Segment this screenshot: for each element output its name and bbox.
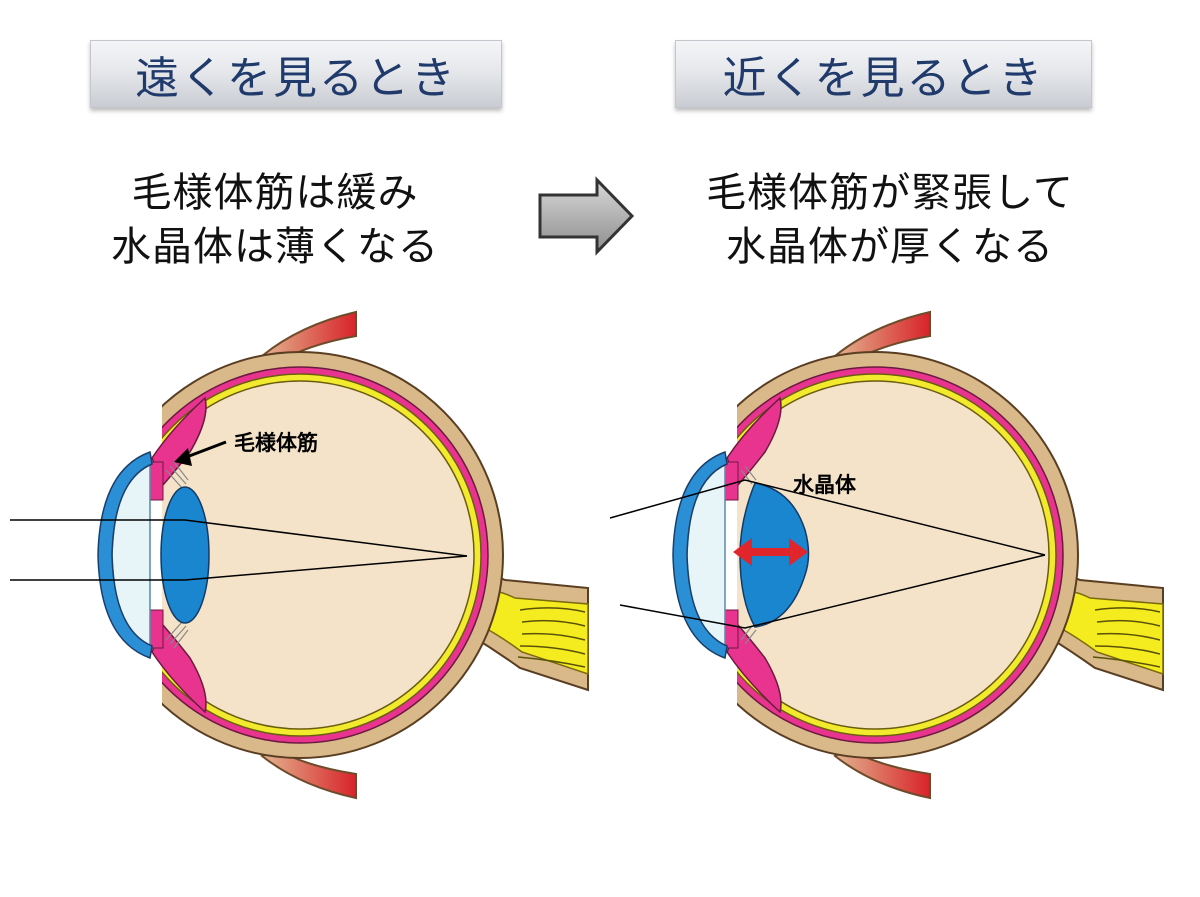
far-nerve-fibers	[517, 607, 586, 668]
near-nerve-fibers	[1092, 607, 1161, 668]
near-caption-line-2: 水晶体が厚くなる	[726, 224, 1054, 270]
far-label-arrow-icon	[183, 440, 227, 460]
far-eye: 毛様体筋	[10, 310, 589, 800]
far-iris-upper	[149, 461, 164, 501]
lens-thickening-arrow-icon	[733, 538, 808, 566]
far-caption-line-1: 毛様体筋は緩み	[131, 170, 419, 216]
far-vision-caption: 毛様体筋は緩み 水晶体は薄くなる	[40, 166, 510, 274]
lens-label: 水晶体	[793, 473, 857, 497]
far-label-arrowhead	[174, 448, 192, 466]
near-eye: 水晶体	[609, 310, 1164, 800]
near-light-rays	[609, 479, 1046, 629]
far-vision-title: 遠くを見るとき	[90, 40, 502, 108]
ciliary-muscle-label: 毛様体筋	[234, 431, 318, 455]
near-caption-line-1: 毛様体筋が緊張して	[706, 170, 1074, 216]
far-zonules	[165, 461, 189, 649]
near-vision-caption: 毛様体筋が緊張して 水晶体が厚くなる	[640, 166, 1140, 274]
far-lens	[160, 486, 210, 624]
far-ciliary-upper	[151, 396, 207, 487]
transition-arrow-icon	[538, 176, 635, 256]
far-iris-lower	[149, 609, 164, 649]
near-iris-upper	[724, 461, 739, 501]
near-iris-lower	[724, 609, 739, 649]
far-cornea	[97, 450, 153, 660]
far-caption-line-2: 水晶体は薄くなる	[111, 224, 439, 270]
near-vision-title: 近くを見るとき	[675, 40, 1092, 108]
near-cornea	[672, 450, 728, 660]
far-light-rays	[10, 519, 468, 581]
far-ciliary-lower	[151, 623, 207, 714]
